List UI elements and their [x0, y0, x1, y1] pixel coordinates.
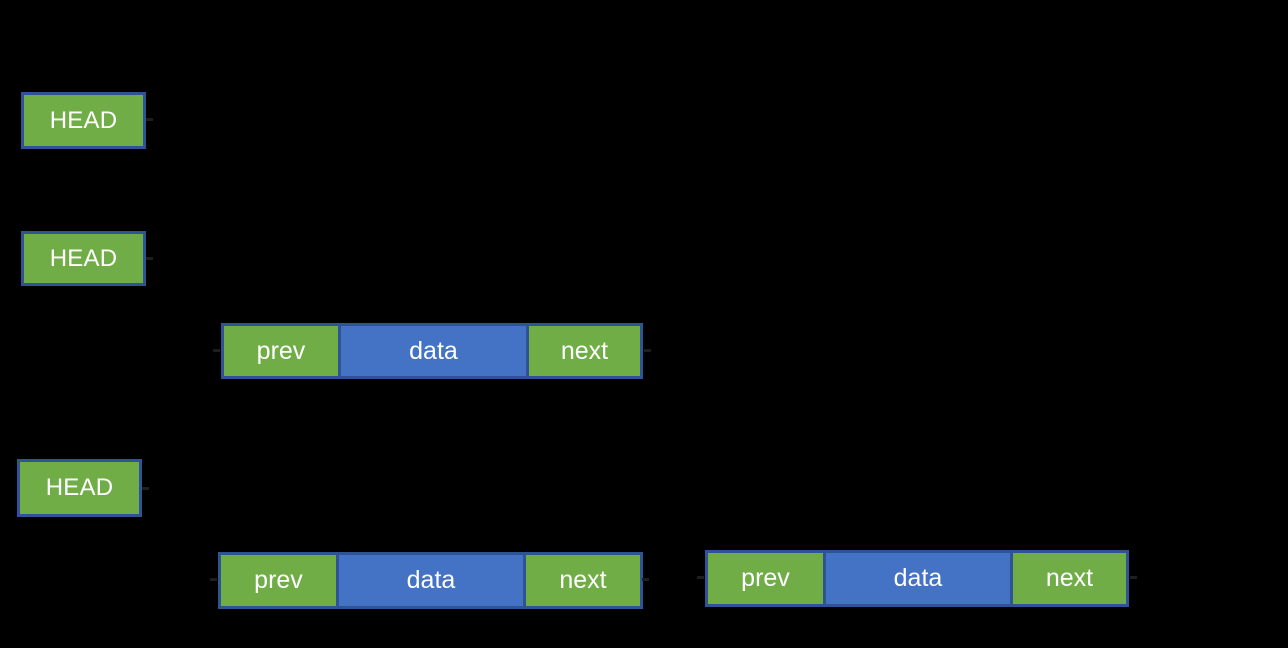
list-node-3: prev data next: [705, 550, 1129, 607]
node-1-prev-cell: prev: [221, 323, 341, 379]
node-2-prev-cell: prev: [218, 552, 339, 609]
node-3-prev-cell: prev: [705, 550, 826, 607]
arrow-stub: [142, 487, 149, 490]
list-node-2: prev data next: [218, 552, 643, 609]
node-3-data-cell: data: [823, 550, 1013, 607]
arrow-stub: [642, 578, 649, 581]
arrow-stub: [146, 118, 153, 121]
node-1-next-cell: next: [526, 323, 643, 379]
node-2-next-cell: next: [523, 552, 643, 609]
arrow-stub: [146, 257, 153, 260]
arrow-stub: [210, 578, 217, 581]
arrow-stub: [1130, 576, 1137, 579]
head-box-3: HEAD: [17, 459, 142, 517]
head-box-1: HEAD: [21, 92, 146, 149]
arrow-stub: [213, 349, 220, 352]
head-box-2: HEAD: [21, 231, 146, 286]
arrow-stub: [697, 576, 704, 579]
node-2-data-cell: data: [336, 552, 526, 609]
node-3-next-cell: next: [1010, 550, 1129, 607]
list-node-1: prev data next: [221, 323, 643, 379]
arrow-stub: [644, 349, 651, 352]
node-1-data-cell: data: [338, 323, 529, 379]
